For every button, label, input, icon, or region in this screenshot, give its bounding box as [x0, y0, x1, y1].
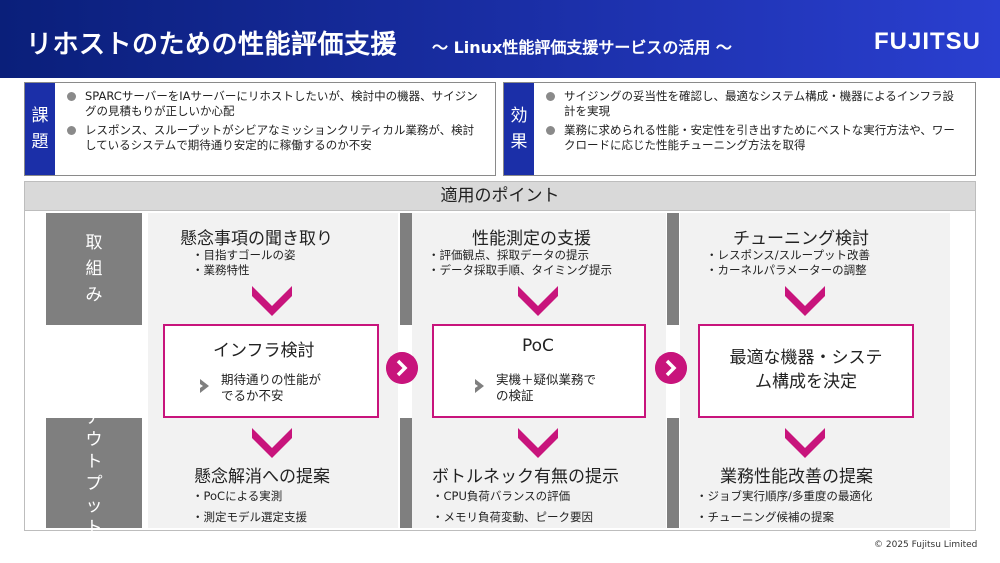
- poc-title: PoC: [522, 336, 554, 356]
- column-1-item: ・目指すゴールの姿: [192, 248, 296, 262]
- side-char: ト: [85, 452, 103, 472]
- output-1-list: ・PoCによる実測 ・測定モデル選定支援: [192, 486, 307, 528]
- fujitsu-logo: FUJITSU: [874, 28, 982, 55]
- output-3-item: ・チューニング候補の提案: [696, 510, 834, 524]
- down-arrow-icon: [785, 286, 825, 316]
- column-divider: [667, 213, 679, 325]
- poc-box: PoC 実機＋疑似業務で の検証: [432, 324, 646, 418]
- infra-review-note: 期待通りの性能が でるか不安: [221, 372, 321, 404]
- column-2-item: ・評価観点、採取データの提示: [428, 248, 589, 262]
- column-3-list: ・レスポンス/スループット改善 ・カーネルパラメーターの調整: [706, 248, 870, 278]
- issue-item: SPARCサーバーをIAサーバーにリホストしたいが、検討中の機器、サイジングの見…: [65, 89, 485, 119]
- effect-item: 業務に求められる性能・安定性を引き出すためにベストな実行方法や、ワークロードに応…: [544, 123, 965, 153]
- issues-tag: 課 題: [25, 83, 55, 175]
- next-arrow-icon: [386, 352, 418, 384]
- next-arrow-icon: [655, 352, 687, 384]
- column-divider: [400, 418, 412, 528]
- side-char: ッ: [85, 496, 103, 516]
- output-2-item: ・メモリ負荷変動、ピーク要因: [432, 510, 593, 524]
- infra-review-title: インフラ検討: [213, 341, 315, 361]
- page-subtitle: ～ Linux性能評価支援サービスの活用 ～: [432, 38, 732, 57]
- side-char: み: [85, 285, 103, 305]
- column-3-title: チューニング検討: [733, 229, 869, 249]
- points-header: 適用のポイント: [24, 181, 976, 211]
- side-char: ウ: [85, 430, 103, 450]
- column-2-list: ・評価観点、採取データの提示 ・データ採取手順、タイミング提示: [428, 248, 612, 278]
- output-2-list: ・CPU負荷バランスの評価 ・メモリ負荷変動、ピーク要因: [432, 486, 593, 528]
- column-2-title: 性能測定の支援: [472, 229, 591, 249]
- issue-item: レスポンス、スループットがシビアなミッションクリティカル業務が、検討しているシス…: [65, 123, 485, 153]
- effects-box: 効 果 サイジングの妥当性を確認し、最適なシステム構成・機器によるインフラ設計を…: [503, 82, 976, 176]
- effects-list: サイジングの妥当性を確認し、最適なシステム構成・機器によるインフラ設計を実現 業…: [544, 89, 965, 157]
- column-divider: [400, 213, 412, 325]
- down-arrow-icon: [252, 286, 292, 316]
- chevron-right-icon: [200, 379, 209, 393]
- output-3-item: ・ジョブ実行順序/多重度の最適化: [696, 489, 873, 503]
- column-3-item: ・レスポンス/スループット改善: [706, 248, 870, 262]
- down-arrow-icon: [785, 428, 825, 458]
- effects-tag: 効 果: [504, 83, 534, 175]
- side-char: ア: [85, 408, 103, 428]
- side-label-output: ア ウ ト プ ッ ト: [46, 408, 142, 538]
- output-3-title: 業務性能改善の提案: [720, 467, 873, 487]
- side-char: 取: [85, 233, 103, 253]
- down-arrow-icon: [252, 428, 292, 458]
- column-1-item: ・業務特性: [192, 263, 250, 277]
- infra-review-box: インフラ検討 期待通りの性能が でるか不安: [163, 324, 379, 418]
- side-char: プ: [85, 474, 103, 494]
- down-arrow-icon: [518, 428, 558, 458]
- issues-list: SPARCサーバーをIAサーバーにリホストしたいが、検討中の機器、サイジングの見…: [65, 89, 485, 157]
- decision-line: ム構成を決定: [755, 372, 857, 392]
- down-arrow-icon: [518, 286, 558, 316]
- output-2-title: ボトルネック有無の提示: [432, 467, 619, 487]
- output-1-item: ・測定モデル選定支援: [192, 510, 307, 524]
- output-1-title: 懸念解消への提案: [194, 467, 330, 487]
- page-title: リホストのための性能評価支援: [26, 30, 398, 60]
- poc-note: 実機＋疑似業務で の検証: [496, 372, 596, 404]
- note-line: 期待通りの性能が: [221, 372, 322, 387]
- issues-tag-char: 課: [31, 106, 49, 126]
- side-char: 組: [85, 259, 103, 279]
- column-2-item: ・データ採取手順、タイミング提示: [428, 263, 612, 277]
- output-1-item: ・PoCによる実測: [192, 489, 283, 503]
- decision-box: 最適な機器・システ ム構成を決定: [698, 324, 914, 418]
- effects-tag-char: 効: [510, 106, 528, 126]
- output-2-item: ・CPU負荷バランスの評価: [432, 489, 571, 503]
- decision-line: 最適な機器・システ: [729, 348, 883, 368]
- output-3-list: ・ジョブ実行順序/多重度の最適化 ・チューニング候補の提案: [696, 486, 872, 528]
- chevron-right-icon: [475, 379, 484, 393]
- column-divider: [667, 418, 679, 528]
- column-1-title: 懸念事項の聞き取り: [180, 229, 333, 249]
- effects-tag-char: 果: [510, 132, 528, 152]
- note-line: の検証: [496, 388, 534, 403]
- copyright: © 2025 Fujitsu Limited: [874, 540, 978, 550]
- decision-text: 最適な機器・システ ム構成を決定: [700, 346, 912, 394]
- points-frame: [24, 211, 976, 531]
- issues-box: 課 題 SPARCサーバーをIAサーバーにリホストしたいが、検討中の機器、サイジ…: [24, 82, 496, 176]
- issues-tag-char: 題: [31, 132, 49, 152]
- side-char: ト: [85, 518, 103, 538]
- column-1-list: ・目指すゴールの姿 ・業務特性: [192, 248, 296, 278]
- note-line: でるか不安: [221, 388, 284, 403]
- title-banner: リホストのための性能評価支援 ～ Linux性能評価支援サービスの活用 ～ FU…: [0, 0, 1000, 78]
- side-label-torikumi: 取 組 み: [46, 213, 142, 325]
- column-3-item: ・カーネルパラメーターの調整: [706, 263, 867, 277]
- note-line: 実機＋疑似業務で: [496, 372, 597, 387]
- effect-item: サイジングの妥当性を確認し、最適なシステム構成・機器によるインフラ設計を実現: [544, 89, 965, 119]
